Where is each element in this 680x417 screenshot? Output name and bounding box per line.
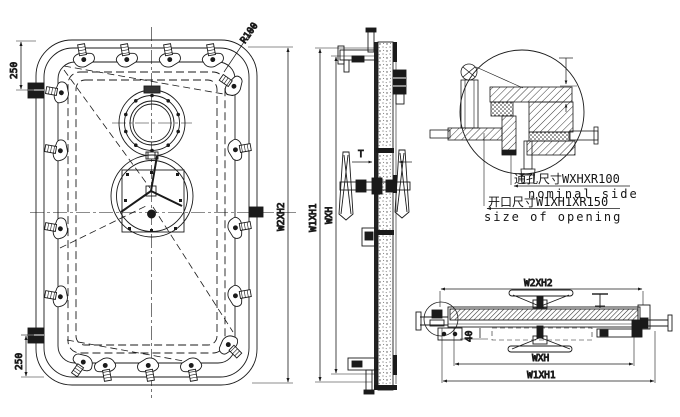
side-handwheels — [338, 149, 411, 247]
dim-w2xh2-front — [248, 46, 293, 384]
dim-label-r100: R100 — [238, 20, 260, 45]
side-section-view: T W1XH1 WXH — [308, 27, 412, 395]
dim-250-bottom — [21, 334, 44, 378]
note-opening-size: 开口尺寸W1XH1XR150 — [488, 195, 608, 209]
seal-detail-view — [429, 49, 599, 206]
dim-label-w2xh2-plan: W2XH2 — [524, 278, 553, 289]
note-hole-size: 通孔尺寸WXHXR100 — [514, 172, 620, 186]
front-view: 250 250 W2XH2 R100 — [9, 20, 296, 398]
dim-w1xh1-plan — [441, 328, 656, 383]
hinge-top — [27, 82, 45, 99]
plan-left-hinge — [415, 301, 463, 341]
dim-wxh-side — [331, 55, 376, 375]
dim-label-wxh-plan: WXH — [532, 353, 549, 364]
dim-label-250-bottom: 250 — [14, 353, 25, 370]
porthole-top-lug — [143, 85, 161, 94]
dim-wxh-plan — [453, 328, 635, 366]
dim-label-w2xh2-front: W2XH2 — [276, 202, 287, 231]
plan-handwheel-top — [508, 289, 574, 309]
dim-40 — [460, 328, 488, 340]
handwheel-front — [110, 154, 194, 238]
plan-handwheel-bottom — [491, 325, 593, 353]
plan-right-dog — [592, 293, 673, 338]
r100-leader — [223, 23, 257, 73]
note-size-of-opening: size of opening — [484, 210, 622, 224]
dim-label-w1xh1-side: W1XH1 — [308, 203, 319, 232]
porthole — [118, 85, 186, 160]
note-nominal-side: nominal side — [528, 187, 639, 201]
dim-label-40: 40 — [464, 330, 475, 342]
hinge-bottom — [27, 327, 45, 344]
dim-w2xh2-plan — [439, 287, 644, 307]
dim-label-wxh-side: WXH — [324, 207, 335, 224]
side-top-hinge — [337, 27, 407, 105]
side-bottom-hinge — [347, 357, 378, 395]
detail-thickness-mark — [559, 57, 577, 112]
dim-label-w1xh1-plan: W1XH1 — [527, 370, 556, 381]
dim-label-250-top: 250 — [9, 62, 20, 79]
edge-lug — [248, 206, 264, 218]
dim-label-thickness: T — [358, 149, 364, 160]
detail-notes: 通孔尺寸WXHXR100 nominal side 开口尺寸W1XH1XR150… — [484, 172, 639, 224]
linkage-rods — [59, 65, 236, 365]
plan-section-view: 40 W2XH2 WXH — [415, 278, 673, 383]
dim-250-top — [16, 40, 36, 91]
dim-w1xh1-side — [315, 47, 374, 383]
door-dashed-line-2 — [75, 79, 218, 346]
